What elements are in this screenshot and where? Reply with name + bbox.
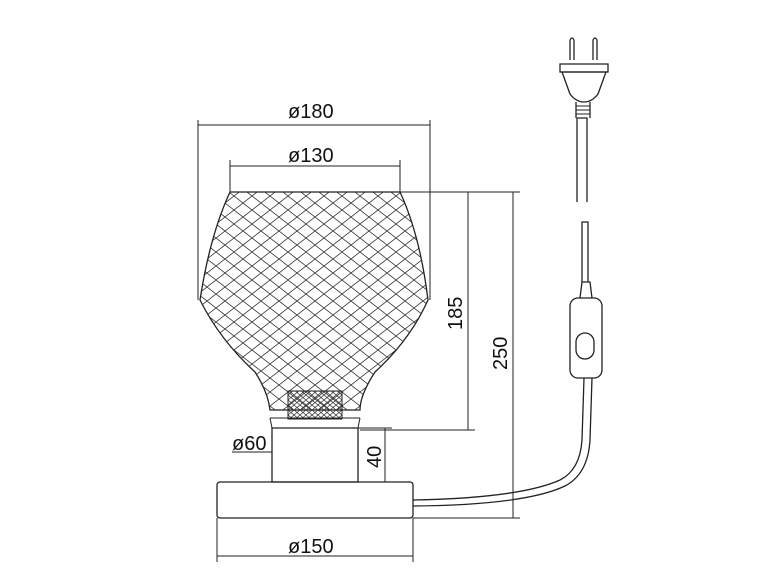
dim-shade-height: 185 <box>360 191 475 431</box>
inline-switch <box>569 281 603 379</box>
lamp-shade <box>199 191 429 411</box>
dim-base-neck-diameter: ø60 <box>232 433 272 455</box>
power-plug <box>559 37 609 118</box>
base-neck-diameter-label: ø60 <box>232 433 266 455</box>
socket-detail <box>287 390 343 420</box>
shade-outer-diameter-label: ø180 <box>288 101 334 123</box>
base-diameter-label: ø150 <box>288 536 334 558</box>
shade-top-diameter-label: ø130 <box>288 145 334 167</box>
base-neck <box>269 417 361 483</box>
dim-shade-outer-diameter: ø180 <box>197 101 431 300</box>
shade-height-label: 185 <box>445 297 467 330</box>
dim-shade-top-diameter: ø130 <box>229 145 401 192</box>
total-height-label: 250 <box>490 337 512 370</box>
dim-base-diameter: ø150 <box>216 518 414 562</box>
dim-base-neck-height: 40 <box>358 427 392 482</box>
base-neck-height-label: 40 <box>364 446 386 468</box>
power-cable <box>412 377 585 501</box>
dim-total-height: 250 <box>413 191 520 519</box>
base-plate <box>216 481 414 519</box>
